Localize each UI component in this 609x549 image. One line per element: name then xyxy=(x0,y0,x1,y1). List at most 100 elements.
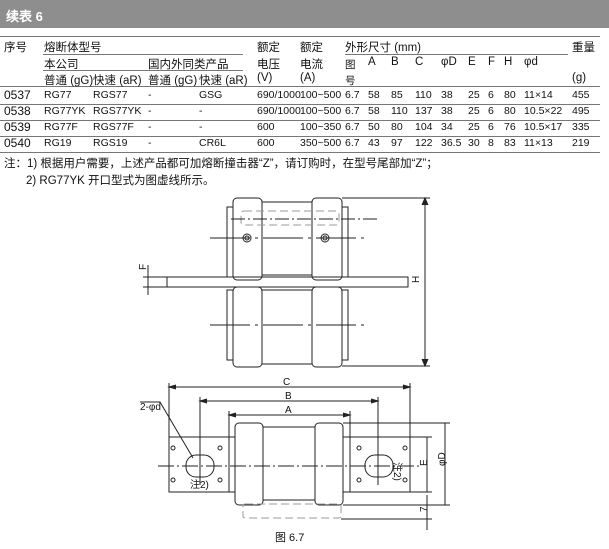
hole-label: 2-φd xyxy=(140,402,161,413)
cell-e: 25 xyxy=(468,89,480,101)
cell-h: 83 xyxy=(504,137,516,149)
dim-f-label: F xyxy=(138,264,149,270)
header-rule xyxy=(0,86,600,87)
cell-h: 80 xyxy=(504,89,516,101)
header-seq: 序号 xyxy=(4,42,27,54)
cell-f: 6 xyxy=(488,121,494,133)
figure-caption: 图 6.7 xyxy=(275,531,304,544)
cell-b: 80 xyxy=(391,121,403,133)
cell-h: 76 xyxy=(504,121,516,133)
header-c: C xyxy=(415,56,424,68)
row-rule xyxy=(0,104,600,105)
cell-model-fast: RGS19 xyxy=(93,137,128,149)
cell-model-fast: RGS77F xyxy=(93,121,134,133)
cell-c: 137 xyxy=(415,105,433,117)
cell-d-small: 10.5×17 xyxy=(524,121,563,133)
cell-domestic-normal: - xyxy=(148,121,152,133)
note-2: 2) RG77YK 开口型式为图虚线所示。 xyxy=(26,175,215,187)
cell-f: 6 xyxy=(488,89,494,101)
model-rule xyxy=(43,54,243,55)
cell-domestic-fast: GSG xyxy=(199,89,223,101)
cell-seq: 0537 xyxy=(4,88,31,102)
dims-rule xyxy=(345,54,568,55)
cell-model-normal: RG77F xyxy=(44,121,78,133)
cell-model-normal: RG77 xyxy=(44,89,72,101)
row-rule xyxy=(0,136,600,137)
header-a: A xyxy=(368,56,376,68)
cell-model-fast: RGS77 xyxy=(93,89,128,101)
cell-h: 80 xyxy=(504,105,516,117)
header-normal-2: 普通 (gG) xyxy=(148,75,198,87)
cell-weight: 455 xyxy=(572,89,590,101)
cell-e: 30 xyxy=(468,137,480,149)
cell-weight: 495 xyxy=(572,105,590,117)
cell-voltage: 690/1000 xyxy=(257,89,301,101)
dim-c-label: C xyxy=(283,377,290,388)
cell-weight: 219 xyxy=(572,137,590,149)
cell-e: 25 xyxy=(468,105,480,117)
header-fig-2: 号 xyxy=(345,75,356,87)
header-current-1: 额定 xyxy=(300,42,323,54)
cell-a: 58 xyxy=(368,89,380,101)
header-normal-1: 普通 (gG) xyxy=(44,75,94,87)
cell-fig: 6.7 xyxy=(345,105,360,117)
cell-domestic-fast: - xyxy=(199,105,203,117)
cell-d: 38 xyxy=(441,89,453,101)
header-model: 熔断体型号 xyxy=(44,42,102,54)
header-fig-1: 图 xyxy=(345,59,356,71)
header-fast-2: 快速 (aR) xyxy=(199,75,248,87)
cell-e: 25 xyxy=(468,121,480,133)
cell-seq: 0539 xyxy=(4,120,31,134)
cell-voltage: 690/1000 xyxy=(257,105,301,117)
dim-a-label: A xyxy=(285,405,292,416)
cell-d: 38 xyxy=(441,105,453,117)
top-view xyxy=(143,196,430,368)
cell-seq: 0538 xyxy=(4,104,31,118)
cell-b: 110 xyxy=(391,105,408,117)
table-title: 续表 6 xyxy=(6,9,43,24)
cell-voltage: 600 xyxy=(257,121,275,133)
cell-b: 85 xyxy=(391,89,403,101)
cell-c: 122 xyxy=(415,137,433,149)
cell-domestic-normal: - xyxy=(148,89,152,101)
dim-7-label: 7 xyxy=(419,506,430,512)
header-weight-1: 重量 xyxy=(572,42,595,54)
header-d: φD xyxy=(441,56,457,68)
cell-a: 50 xyxy=(368,121,380,133)
cell-current: 100~500 xyxy=(300,105,342,117)
header-voltage-2: 电压 xyxy=(257,59,280,71)
note-left-label: 注2) xyxy=(190,478,209,491)
cell-domestic-normal: - xyxy=(148,105,152,117)
header-d-small: φd xyxy=(524,56,538,68)
header-h: H xyxy=(504,56,513,68)
header-fast-1: 快速 (aR) xyxy=(93,75,142,87)
cell-c: 104 xyxy=(415,121,433,133)
header-dims: 外形尺寸 (mm) xyxy=(345,42,422,54)
cell-b: 97 xyxy=(391,137,403,149)
dim-h-label: H xyxy=(411,276,422,283)
cell-fig: 6.7 xyxy=(345,89,360,101)
cell-domestic-normal: - xyxy=(148,137,152,149)
header-domestic: 国内外同类产品 xyxy=(148,59,229,71)
cell-current: 350~500 xyxy=(300,137,342,149)
cell-model-normal: RG19 xyxy=(44,137,72,149)
table-title-bar: 续表 6 xyxy=(0,0,609,28)
row-rule xyxy=(0,120,600,121)
cell-d-small: 10.5×22 xyxy=(524,105,563,117)
header-b: B xyxy=(391,56,399,68)
header-f: F xyxy=(488,56,496,68)
row-rule xyxy=(0,152,600,153)
dim-b-label: B xyxy=(285,391,292,402)
cell-c: 110 xyxy=(415,89,432,101)
cell-a: 43 xyxy=(368,137,380,149)
company-rule xyxy=(43,70,243,71)
cell-d: 36.5 xyxy=(441,137,462,149)
header-current-2: 电流 xyxy=(300,59,323,71)
cell-model-normal: RG77YK xyxy=(44,105,86,117)
cell-weight: 335 xyxy=(572,121,590,133)
header-current-3: (A) xyxy=(300,72,316,84)
dim-d-label: φD xyxy=(437,452,448,466)
cell-seq: 0540 xyxy=(4,136,31,150)
header-weight-2: (g) xyxy=(572,72,587,84)
